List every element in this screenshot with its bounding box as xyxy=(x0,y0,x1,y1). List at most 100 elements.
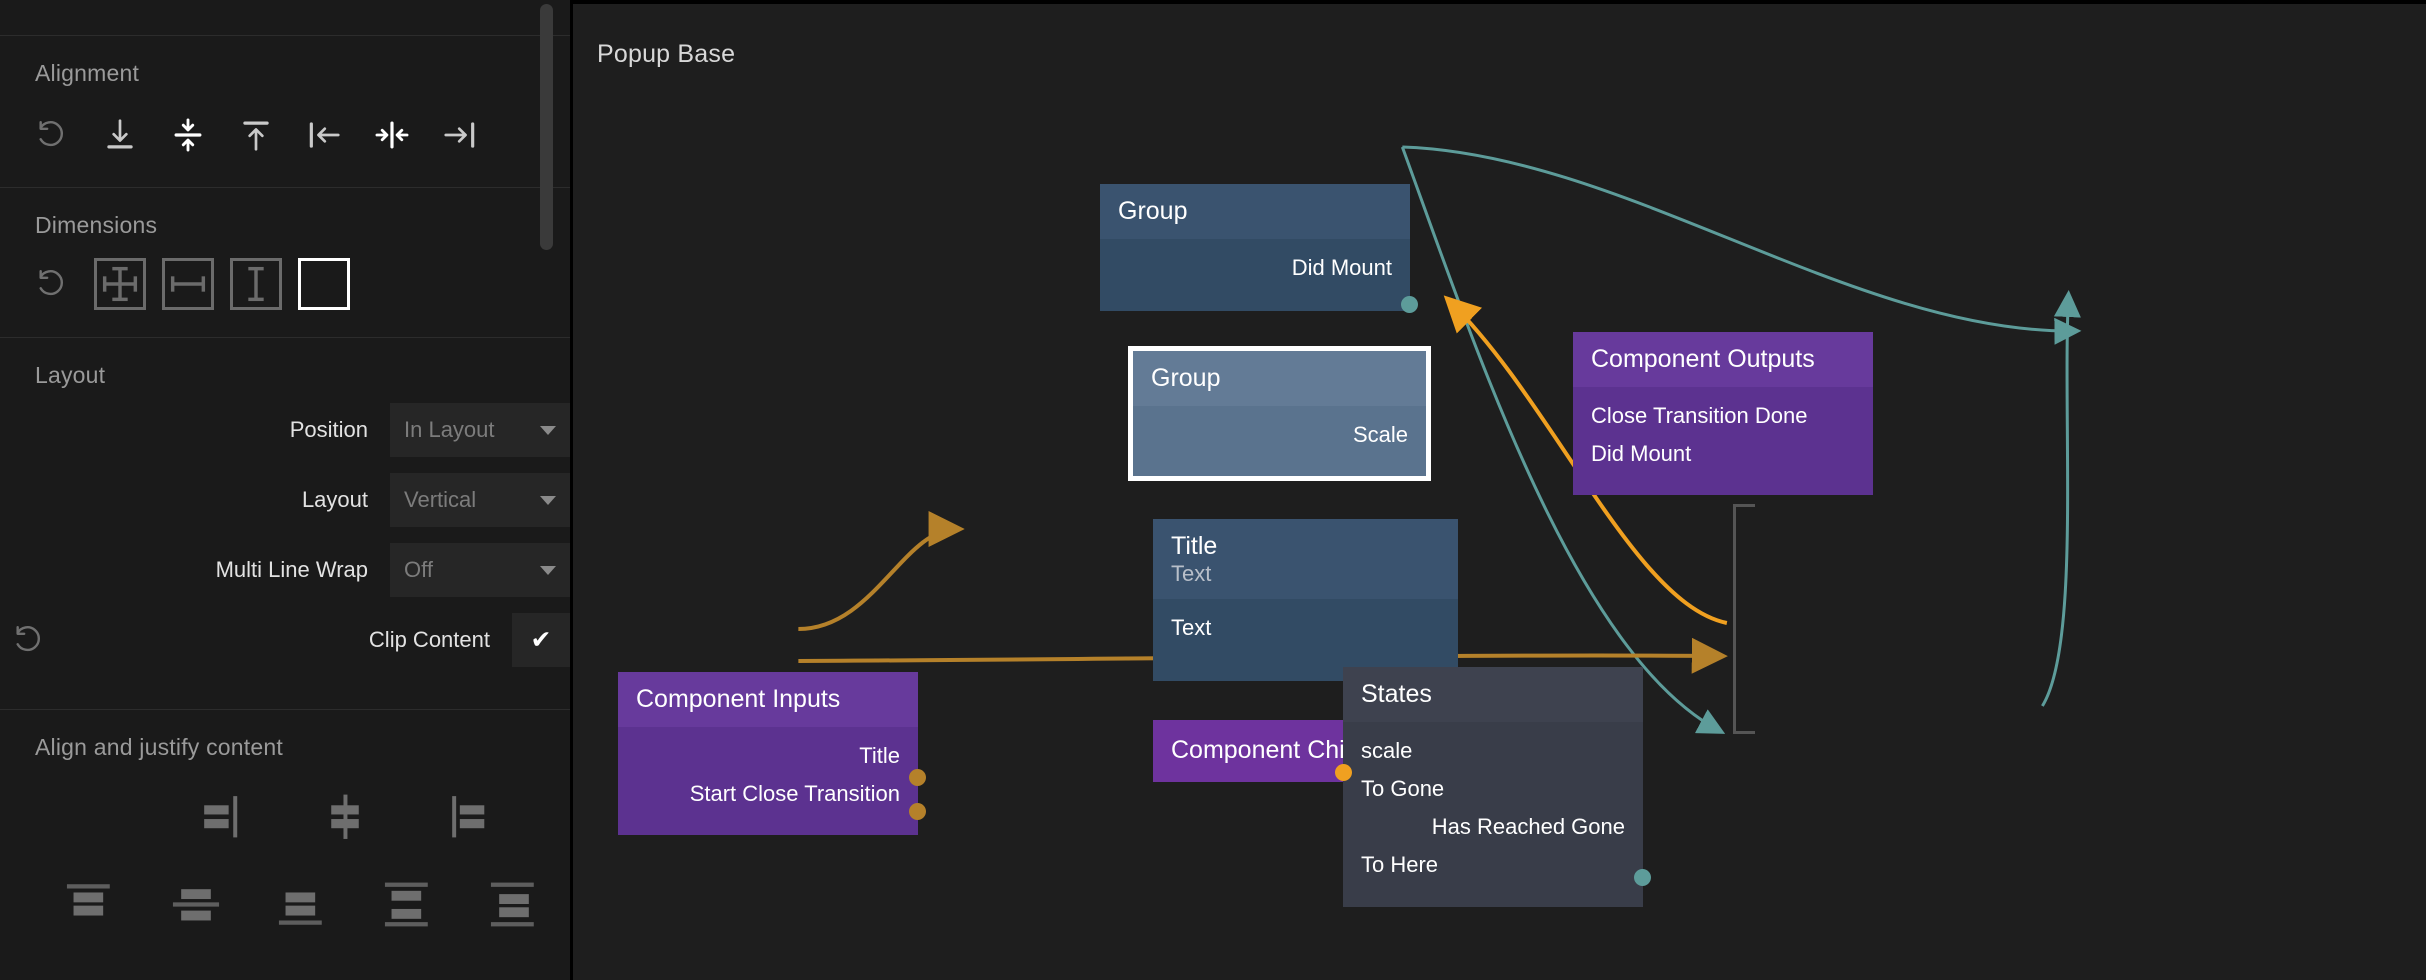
align-left-icon[interactable] xyxy=(290,105,358,165)
chevron-down-icon xyxy=(540,495,556,505)
align-right-icon[interactable] xyxy=(426,105,494,165)
node-title-label: Title xyxy=(1171,532,1218,560)
divider xyxy=(0,187,570,188)
chevron-down-icon xyxy=(540,565,556,575)
port-did-mount[interactable]: Did Mount xyxy=(1291,254,1392,280)
size-fixed-icon[interactable] xyxy=(290,253,358,315)
size-width-icon[interactable] xyxy=(154,253,222,315)
section-title-alignment: Alignment xyxy=(35,60,140,86)
justify-space-around-icon[interactable] xyxy=(486,873,542,935)
position-select[interactable]: In Layout xyxy=(390,403,570,457)
layout-select[interactable]: Vertical xyxy=(390,473,570,527)
page-title: Popup Base xyxy=(597,40,736,68)
field-label-clip-content: Clip Content xyxy=(368,627,490,652)
port-scale-in[interactable]: scale xyxy=(1361,737,1413,763)
node-body: Scale xyxy=(1133,405,1426,476)
section-alignment: Alignment xyxy=(0,36,570,187)
port-dot-has-reached-gone[interactable] xyxy=(1634,869,1651,886)
node-group-outer[interactable]: Group Did Mount xyxy=(1100,184,1418,313)
field-position: Position In Layout xyxy=(0,403,570,457)
edge-didmount-to-outputs xyxy=(1402,145,2082,345)
align-content-start-icon[interactable] xyxy=(190,785,252,847)
node-title: Component Outputs xyxy=(1573,332,1873,387)
section-title-align-justify: Align and justify content xyxy=(35,734,283,760)
position-select-value: In Layout xyxy=(404,417,495,442)
port-dot-start-close-transition[interactable] xyxy=(909,803,926,820)
field-multi-line-wrap: Multi Line Wrap Off xyxy=(0,543,570,597)
node-component-inputs[interactable]: Component Inputs Title Start Close Trans… xyxy=(618,672,926,835)
port-dot-scale[interactable] xyxy=(1335,764,1352,781)
node-title: States xyxy=(1343,667,1643,722)
port-close-transition-done[interactable]: Close Transition Done xyxy=(1591,402,1808,428)
node-body: scale To Gone Has Reached Gone To Here xyxy=(1343,721,1643,907)
align-horizontal-center-icon[interactable] xyxy=(358,105,426,165)
edge-hasreachedgone-to-closetransitiondone xyxy=(2041,290,2081,707)
align-bottom-icon[interactable] xyxy=(86,105,154,165)
port-start-close-transition[interactable]: Start Close Transition xyxy=(689,780,900,806)
port-to-here[interactable]: To Here xyxy=(1361,851,1439,877)
field-label-position: Position xyxy=(289,417,368,442)
size-height-icon[interactable] xyxy=(222,253,290,315)
justify-start-icon[interactable] xyxy=(62,873,118,935)
reset-icon[interactable] xyxy=(18,105,86,165)
align-vertical-center-icon[interactable] xyxy=(154,105,222,165)
port-did-mount-out[interactable]: Did Mount xyxy=(1591,440,1692,466)
layout-select-value: Vertical xyxy=(404,487,477,512)
section-dimensions: Dimensions xyxy=(0,188,570,337)
field-label-multi-line-wrap: Multi Line Wrap xyxy=(215,557,368,582)
checkmark-icon: ✔ xyxy=(530,625,552,654)
reset-icon[interactable] xyxy=(18,253,86,315)
justify-center-icon[interactable] xyxy=(168,873,224,935)
multi-line-wrap-select[interactable]: Off xyxy=(390,543,570,597)
divider xyxy=(0,709,570,710)
node-group-inner[interactable]: Group Scale xyxy=(1128,346,1431,481)
align-top-icon[interactable] xyxy=(222,105,290,165)
port-text[interactable]: Text xyxy=(1171,615,1212,641)
node-component-outputs[interactable]: Component Outputs Close Transition Done … xyxy=(1573,332,1873,495)
port-to-gone[interactable]: To Gone xyxy=(1361,775,1445,801)
sidebar-scrollbar[interactable] xyxy=(540,4,553,250)
hierarchy-bracket xyxy=(1733,504,1755,734)
alignment-button-row xyxy=(0,87,570,187)
field-layout: Layout Vertical xyxy=(0,473,570,527)
reset-icon[interactable] xyxy=(0,623,58,657)
port-scale[interactable]: Scale xyxy=(1352,421,1408,447)
node-subtitle: Text xyxy=(1171,560,1212,586)
divider xyxy=(0,337,570,338)
node-graph-canvas[interactable]: Popup Base xyxy=(573,0,2426,980)
port-title[interactable]: Title xyxy=(859,742,900,768)
clip-content-checkbox[interactable]: ✔ xyxy=(512,613,570,667)
justify-content-row xyxy=(0,847,640,935)
node-states[interactable]: States scale To Gone Has Reached Gone To… xyxy=(1335,667,1651,907)
field-label-layout: Layout xyxy=(301,487,368,512)
port-dot-title[interactable] xyxy=(909,769,926,786)
inspector-sidebar: Alignment xyxy=(0,0,640,980)
node-title: Group xyxy=(1100,184,1410,239)
field-clip-content: Clip Content ✔ xyxy=(0,613,570,667)
multi-line-wrap-select-value: Off xyxy=(404,557,433,582)
node-title-text[interactable]: Title Text Text xyxy=(1153,519,1458,682)
section-layout: Layout Position In Layout Layout Vertica… xyxy=(0,338,570,709)
node-title: Component Inputs xyxy=(618,672,918,727)
node-body: Did Mount xyxy=(1100,238,1410,311)
size-both-icon[interactable] xyxy=(86,253,154,315)
dimensions-button-row xyxy=(0,239,570,337)
justify-end-icon[interactable] xyxy=(274,873,330,935)
sidebar-top-spacer xyxy=(0,0,570,35)
node-title: Title Text xyxy=(1153,519,1458,600)
chevron-down-icon xyxy=(540,425,556,435)
node-body: Title Start Close Transition xyxy=(618,726,918,835)
section-align-justify: Align and justify content xyxy=(0,710,640,935)
port-dot-did-mount[interactable] xyxy=(1401,296,1418,313)
node-title: Group xyxy=(1133,351,1426,406)
node-body: Close Transition Done Did Mount xyxy=(1573,386,1873,495)
section-title-layout: Layout xyxy=(35,362,106,388)
port-has-reached-gone[interactable]: Has Reached Gone xyxy=(1431,813,1625,839)
align-content-end-icon[interactable] xyxy=(438,785,500,847)
divider xyxy=(0,35,570,36)
justify-space-between-icon[interactable] xyxy=(380,873,436,935)
align-content-center-icon[interactable] xyxy=(314,785,376,847)
edge-title-to-text xyxy=(798,511,965,631)
align-content-row xyxy=(0,761,570,847)
